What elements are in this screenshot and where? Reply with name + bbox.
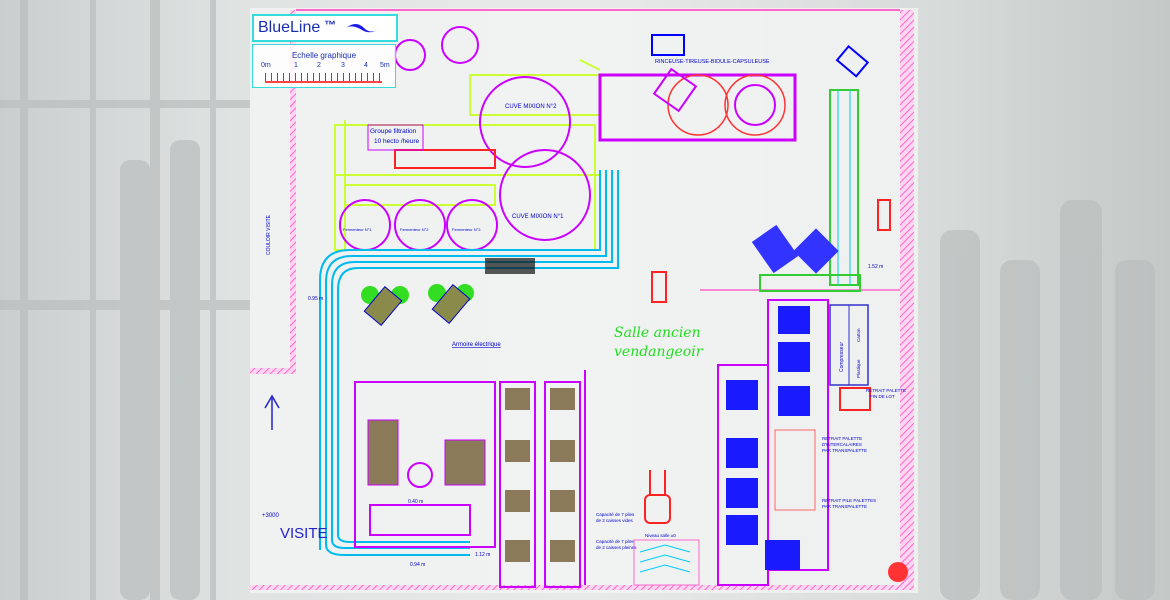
tank1-label: CUVE MIXION N°1: [512, 214, 564, 220]
dim-152: 1.52 m: [868, 264, 883, 270]
pallet-stack-label-2: PAR TRANSPALETTE: [822, 504, 867, 509]
pallet-inter-label-3: PAR TRANSPALETTE: [822, 448, 867, 453]
pallet-inter-label-2: D'INTERCALAIRES: [822, 442, 862, 447]
main-conveyor: [319, 170, 619, 556]
scale-tick: 5m: [380, 62, 390, 69]
tank2-label: CUVE MIXION N°2: [505, 104, 557, 110]
pallet-stack-label-1: RETRAIT PILE PALETTES: [822, 498, 876, 503]
ferm3-label: Fermenteur N°3: [452, 227, 481, 232]
scale-tick: 3: [341, 62, 345, 69]
machine-label: RINCEUSE-TIREUSE-BIDULE-CAPSULEUSE: [655, 59, 770, 65]
capacity-full-1: Capacité de 7 piles: [596, 539, 635, 544]
scale-tick: 0m: [261, 62, 271, 69]
pallet-inter-label-1: RETRAIT PALETTE: [822, 436, 862, 441]
logo-box: BlueLine ™: [252, 14, 398, 42]
ferm1-label: Fermenteur N°1: [343, 227, 372, 232]
visit-level: +3000: [262, 513, 280, 519]
capacity-empty-1: Capacité de 7 piles: [596, 512, 635, 517]
filtration-label: Groupe filtration: [370, 128, 417, 135]
logo-text: BlueLine: [258, 19, 321, 36]
stair: [633, 539, 700, 586]
ferm2-label: Fermenteur N°2: [400, 227, 429, 232]
logo-tm: ™: [324, 18, 337, 32]
pallet-end-label-1: RETRAIT PALETTE: [866, 388, 906, 393]
scale-box: Echelle graphique 0m 1 2 3 4 5m: [252, 44, 396, 88]
wave-icon: [346, 24, 383, 33]
electrical-label: Armoire électrique: [452, 342, 501, 348]
dim-112: 1.12 m: [475, 552, 490, 558]
green-pallets: [361, 283, 474, 327]
up-arrow-icon: [264, 394, 280, 430]
dim-040: 0.40 m: [408, 499, 423, 505]
compressor-label: Compresseur: [839, 342, 845, 372]
scale-tick: 1: [294, 62, 298, 69]
tanks: [339, 26, 591, 251]
bottling-machine: [598, 34, 797, 142]
room-title-line1: Salle ancien: [614, 325, 701, 341]
dim-094: 0.94 m: [410, 562, 425, 568]
capacity-full-2: de 2 caisses pleines: [596, 545, 637, 550]
scale-tick: 4: [364, 62, 368, 69]
dim-095: 0.95 m: [308, 296, 323, 302]
palletizer-column: [651, 199, 891, 586]
carton-label: Carton: [856, 328, 861, 342]
conveyor-motor: [485, 258, 535, 274]
forklift-icon: [644, 470, 671, 524]
room-title-line2: vendangeoir: [614, 344, 704, 360]
scale-bar: 0m 1 2 3 4 5m: [253, 60, 395, 86]
filtration-capacity: 10 hecto /heure: [374, 138, 420, 145]
scale-title: Echelle graphique: [291, 51, 357, 60]
capacity-empty-2: de 2 caisses vides: [596, 518, 634, 523]
plastic-label: Plastique: [856, 359, 861, 378]
stair-steps: [639, 544, 691, 573]
room-level: Niveau salle ±0: [645, 533, 676, 538]
palletizing-area: [354, 381, 581, 588]
north-marker-icon: [888, 562, 908, 582]
scale-tick: 2: [317, 62, 321, 69]
corridor-label: COULOIR VISITE: [266, 214, 272, 255]
visit-label: VISITE: [280, 525, 328, 542]
pallet-end-label-2: FIN DE LOT: [870, 394, 895, 399]
filtration-unit: [367, 124, 424, 151]
